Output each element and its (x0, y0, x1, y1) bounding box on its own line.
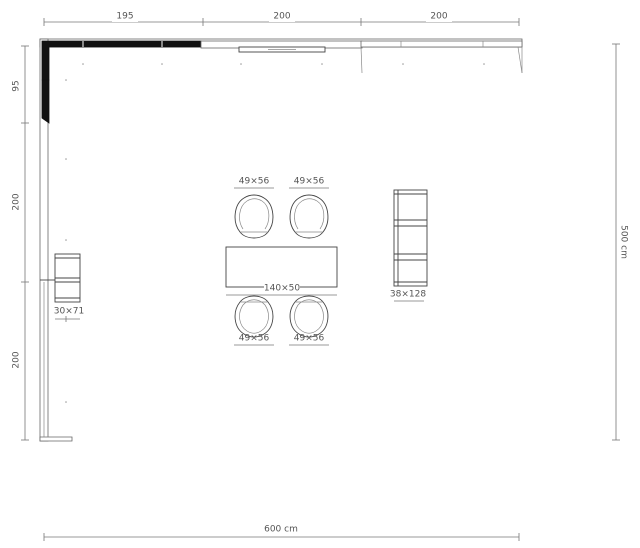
chair-top-left: 49×56 (234, 177, 274, 239)
shelf-left-label: 30×71 (54, 307, 84, 317)
dimension-labels: 195 200 200 95 200 200 500 cm 600 cm (10, 11, 629, 535)
dim-top-1: 195 (116, 12, 133, 22)
chair-bottom-left: 49×56 (234, 295, 274, 346)
dim-left-2: 200 (12, 193, 22, 210)
dining-table: 140×50 (225, 246, 338, 296)
chair-top-right-label: 49×56 (294, 177, 325, 187)
shelf-right: 38×128 (390, 189, 428, 302)
reference-dots (65, 63, 485, 403)
chair-top-right: 49×56 (289, 177, 329, 239)
shelf-left: 30×71 (40, 253, 84, 322)
chair-bottom-left-label: 49×56 (239, 334, 270, 344)
dim-bottom-total: 600 cm (264, 525, 298, 535)
dim-left-1: 95 (12, 80, 22, 91)
dim-left-3: 200 (12, 351, 22, 368)
chair-bottom-right-label: 49×56 (294, 334, 325, 344)
table-label: 140×50 (264, 284, 300, 294)
dim-top-3: 200 (430, 12, 447, 22)
chair-bottom-right: 49×56 (289, 295, 329, 346)
shelf-right-label: 38×128 (390, 290, 426, 300)
dim-right-total: 500 cm (619, 225, 629, 259)
chair-top-left-label: 49×56 (239, 177, 270, 187)
walls (39, 38, 523, 442)
dim-top-2: 200 (273, 12, 290, 22)
